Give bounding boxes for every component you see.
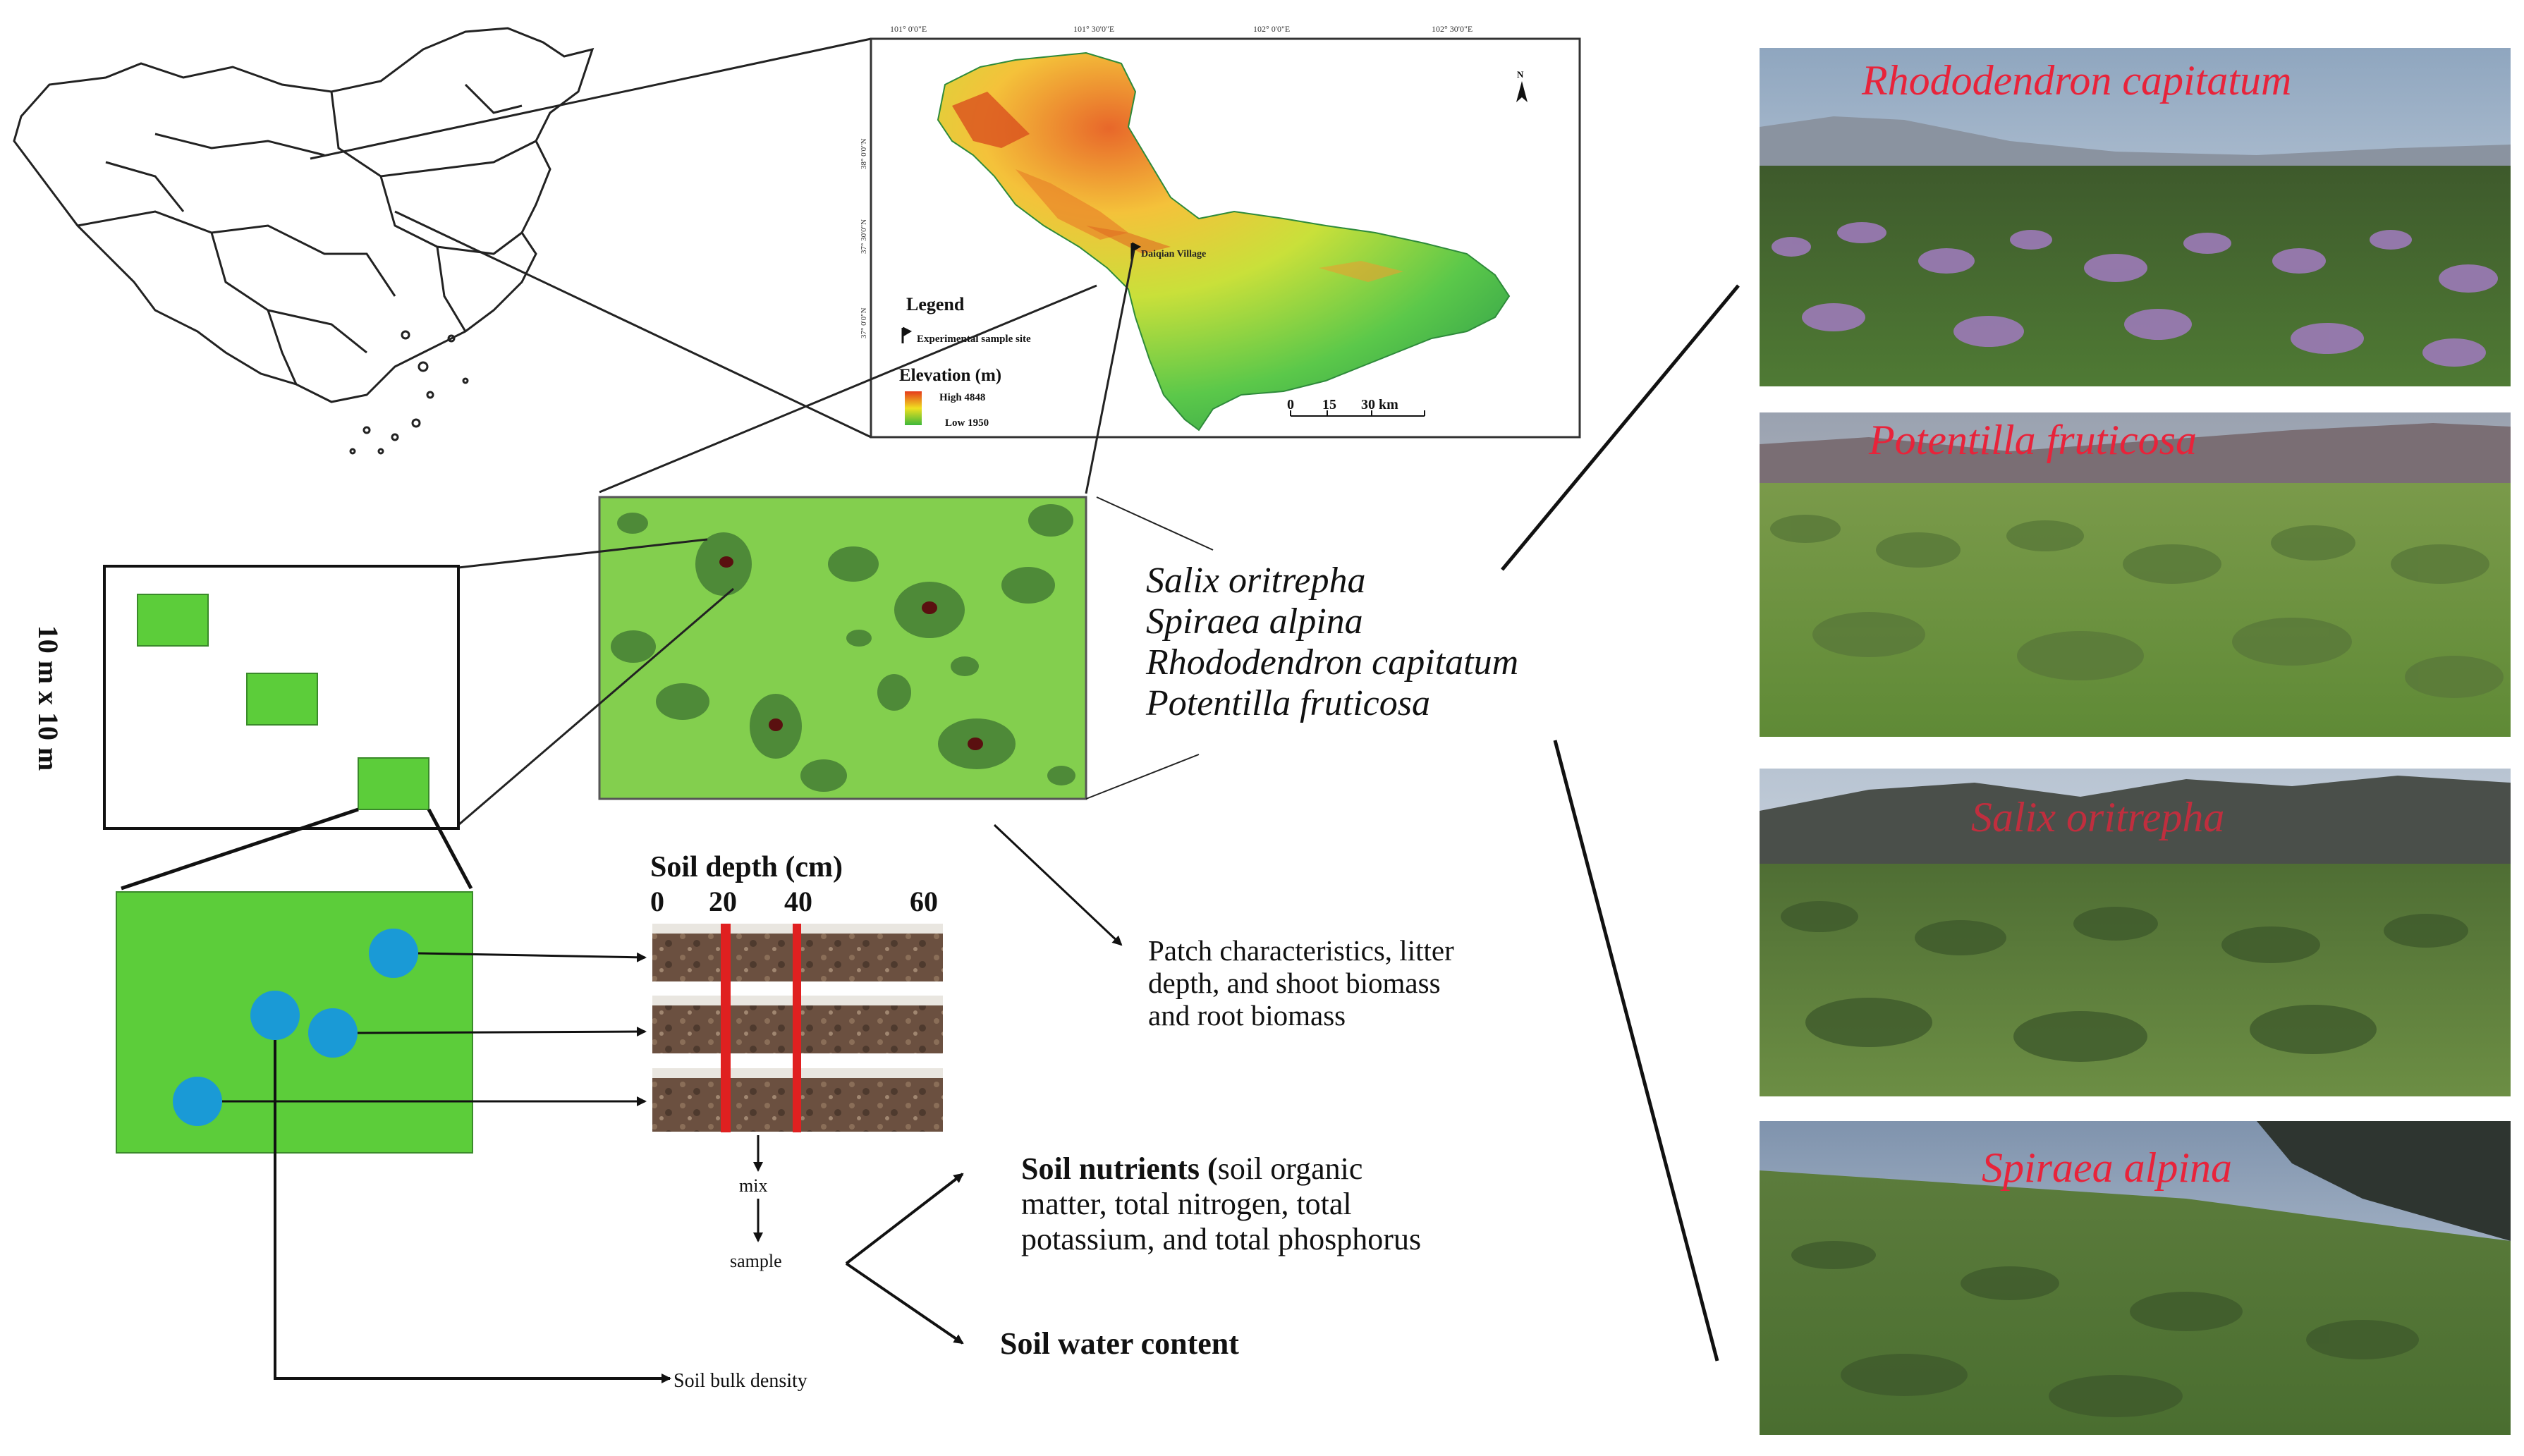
depth-tick: 40 <box>784 886 812 917</box>
elevation-low: Low 1950 <box>945 417 989 429</box>
zoom-connector-bottom <box>394 210 872 439</box>
lon-tick-label: 101° 30'0"E <box>1073 24 1114 34</box>
lon-tick-label: 102° 30'0"E <box>1432 24 1473 34</box>
soil-core-point <box>250 991 300 1040</box>
soil-core-point <box>369 929 418 978</box>
soil-core-profiles <box>652 924 943 1132</box>
quadrat-2 <box>246 673 318 726</box>
photo-connector-bottom <box>1553 740 1719 1362</box>
elevation-color-ramp <box>905 391 922 425</box>
soil-water-content: Soil water content <box>1000 1326 1239 1361</box>
species-list: Salix oritrepha Spiraea alpina Rhododend… <box>1146 561 1518 724</box>
soil-nutrients-text: Soil nutrients (soil organic matter, tot… <box>1021 1151 1421 1257</box>
quadrat-1 <box>137 594 209 647</box>
species-item: Rhododendron capitatum <box>1146 642 1519 683</box>
core-arrow-1 <box>417 952 647 962</box>
scale-label: 30 km <box>1361 397 1398 412</box>
elevation-high: High 4848 <box>939 392 985 403</box>
quadrat-3 <box>358 757 429 810</box>
scale-label: 15 <box>1322 397 1336 412</box>
photo-salix <box>1760 769 2511 1096</box>
quadrat-zoom-right <box>427 808 473 890</box>
nutrients-line: soil organic <box>1217 1151 1363 1186</box>
lon-tick-label: 102° 0'0"E <box>1253 24 1290 34</box>
elevation-title: Elevation (m) <box>899 366 1001 385</box>
species-connector-bottom <box>1085 754 1200 800</box>
latitude-ticks: 38° 0'0"N 37° 30'0"N 37° 0'0"N <box>860 138 868 338</box>
scale-label: 0 <box>1287 397 1294 412</box>
map-legend: Legend Experimental sample site Elevatio… <box>899 294 1031 429</box>
plot-connector-bottom <box>458 587 734 826</box>
legend-title: Legend <box>906 294 965 314</box>
patch-line: depth, and shoot biomass <box>1148 967 1441 999</box>
photo-connector-top <box>1501 284 1740 571</box>
photo-label-salix: Salix oritrepha <box>1971 794 2225 840</box>
bulk-density-label: Soil bulk density <box>673 1370 807 1392</box>
sample-site-icon <box>901 326 913 343</box>
photo-label-potentilla: Potentilla fruticosa <box>1869 417 2197 463</box>
plot-10m-box <box>103 565 460 830</box>
core-arrow-2 <box>357 1027 647 1037</box>
species-item: Spiraea alpina <box>1146 601 1363 642</box>
mix-label: mix <box>739 1175 767 1196</box>
shrub-patch-plot <box>598 496 1087 800</box>
lat-tick-label: 37° 0'0"N <box>860 307 868 338</box>
legend-site-label: Experimental sample site <box>917 334 1031 345</box>
nutrients-line: matter, total nitrogen, total <box>1021 1187 1352 1221</box>
china-outline-map <box>13 27 595 455</box>
depth-tick: 0 <box>650 886 664 917</box>
quadrat-zoom-left <box>121 807 359 891</box>
nutrients-arrow <box>845 1173 964 1265</box>
plot-size-label: 10 m x 10 m <box>32 625 64 771</box>
sampling-quadrat <box>116 891 473 1154</box>
depth-tick: 20 <box>709 886 737 917</box>
nutrients-line: potassium, and total phosphorus <box>1021 1222 1422 1256</box>
water-arrow <box>845 1262 964 1345</box>
photo-rhododendron <box>1760 48 2511 386</box>
soil-profile-2 <box>652 984 943 1055</box>
soil-core-point <box>308 1008 358 1058</box>
patch-characteristics-text: Patch characteristics, litter depth, and… <box>1148 934 1454 1032</box>
patch-line: and root biomass <box>1148 999 1346 1032</box>
soil-core-point <box>173 1077 222 1126</box>
species-item: Salix oritrepha <box>1146 561 1366 601</box>
site-connector-left <box>599 284 1097 494</box>
lat-tick-label: 37° 30'0"N <box>860 219 868 254</box>
photo-label-rhododendron: Rhododendron capitatum <box>1862 57 2292 104</box>
soil-profile-1 <box>652 924 943 984</box>
lon-tick-label: 101° 0'0"E <box>890 24 927 34</box>
species-connector-top <box>1096 496 1214 551</box>
photo-spiraea <box>1760 1121 2511 1435</box>
depth-tick: 60 <box>910 886 938 917</box>
lat-tick-label: 38° 0'0"N <box>860 138 868 169</box>
village-label: Daiqian Village <box>1141 249 1206 259</box>
elevation-map: 38° 0'0"N 37° 30'0"N 37° 0'0"N 101° 0'0"… <box>860 24 1581 439</box>
village-marker: Daiqian Village <box>1130 242 1206 259</box>
soil-depth-header: Soil depth (cm) 0 20 40 60 <box>650 851 938 917</box>
north-label: N <box>1517 69 1524 80</box>
soil-profile-3 <box>652 1055 943 1132</box>
bulk-density-arrow <box>274 1040 671 1383</box>
nutrients-heading: Soil nutrients ( <box>1021 1151 1218 1186</box>
patch-arrow <box>993 824 1123 946</box>
scale-bar: 0 15 30 km <box>1287 397 1425 417</box>
plot-connector-top <box>458 538 708 569</box>
species-item: Potentilla fruticosa <box>1146 683 1430 723</box>
soil-depth-title: Soil depth (cm) <box>650 851 843 883</box>
longitude-ticks: 101° 0'0"E 101° 30'0"E 102° 0'0"E 102° 3… <box>890 24 1473 34</box>
north-arrow-icon: N <box>1516 69 1528 102</box>
sample-label: sample <box>730 1251 782 1271</box>
photo-potentilla <box>1760 412 2511 737</box>
site-connector-right <box>1085 250 1135 494</box>
zoom-connector-top <box>310 37 872 160</box>
photo-label-spiraea: Spiraea alpina <box>1982 1144 2232 1191</box>
patch-line: Patch characteristics, litter <box>1148 934 1454 967</box>
